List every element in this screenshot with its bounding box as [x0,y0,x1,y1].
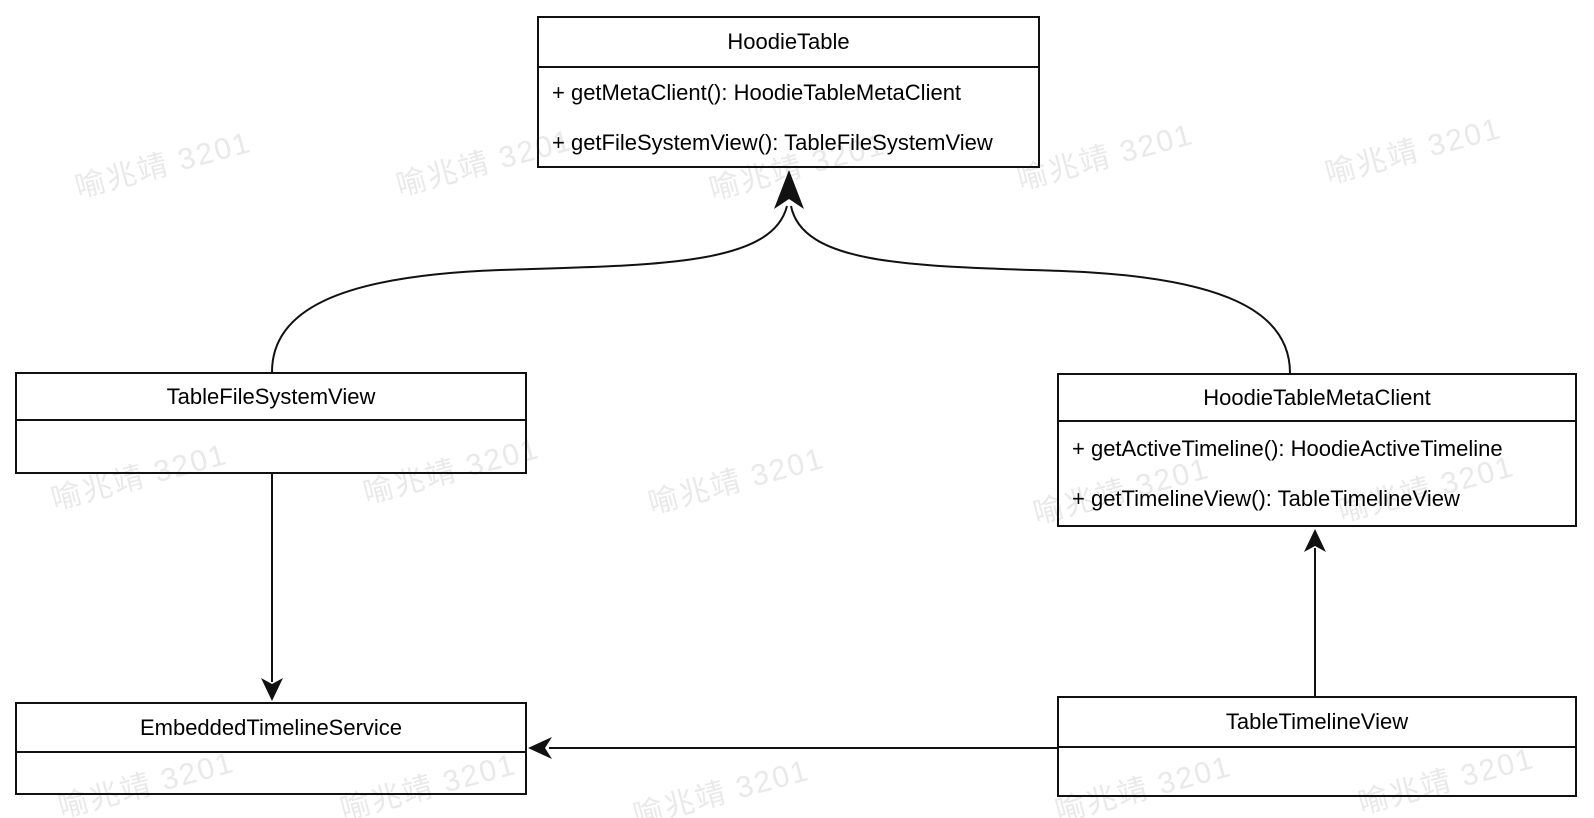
method-getmetaclient: + getMetaClient(): HoodieTableMetaClient [552,80,962,105]
class-body-hoodietable: + getMetaClient(): HoodieTableMetaClient… [539,68,1038,168]
class-title-hoodietablemetaclient: HoodieTableMetaClient [1059,375,1575,422]
class-box-hoodietablemetaclient: HoodieTableMetaClient + getActiveTimelin… [1057,373,1577,527]
class-box-hoodietable: HoodieTable + getMetaClient(): HoodieTab… [537,16,1040,168]
method-getactivetimeline: + getActiveTimeline(): HoodieActiveTimel… [1072,435,1503,461]
arrowhead-up-hoodietable [774,170,804,209]
class-body-hoodietablemetaclient: + getActiveTimeline(): HoodieActiveTimel… [1059,422,1575,525]
class-title-tabletimelineview: TableTimelineView [1059,698,1575,748]
class-body-tabletimelineview [1059,748,1575,795]
class-title-tablefilesystemview: TableFileSystemView [17,374,525,421]
class-box-tabletimelineview: TableTimelineView [1057,696,1577,797]
class-title-hoodietable: HoodieTable [539,18,1038,68]
arrowhead-up-hoodietablemetaclient [1304,529,1326,552]
method-gettimelineview: + getTimelineView(): TableTimelineView [1072,485,1460,511]
class-body-embeddedtimelineservice [17,753,525,793]
method-getfilesystemview: + getFileSystemView(): TableFileSystemVi… [552,130,993,155]
class-box-embeddedtimelineservice: EmbeddedTimelineService [15,702,527,795]
class-body-tablefilesystemview [17,421,525,472]
class-box-tablefilesystemview: TableFileSystemView [15,372,527,474]
arrowhead-left-embeddedtimelineservice [528,737,552,759]
edge-tablefilesystemview-to-hoodietable [271,205,788,373]
edge-hoodietablemetaclient-to-hoodietable [790,205,1291,374]
class-title-embeddedtimelineservice: EmbeddedTimelineService [17,704,525,753]
arrowhead-down-embeddedtimelineservice [261,678,283,701]
